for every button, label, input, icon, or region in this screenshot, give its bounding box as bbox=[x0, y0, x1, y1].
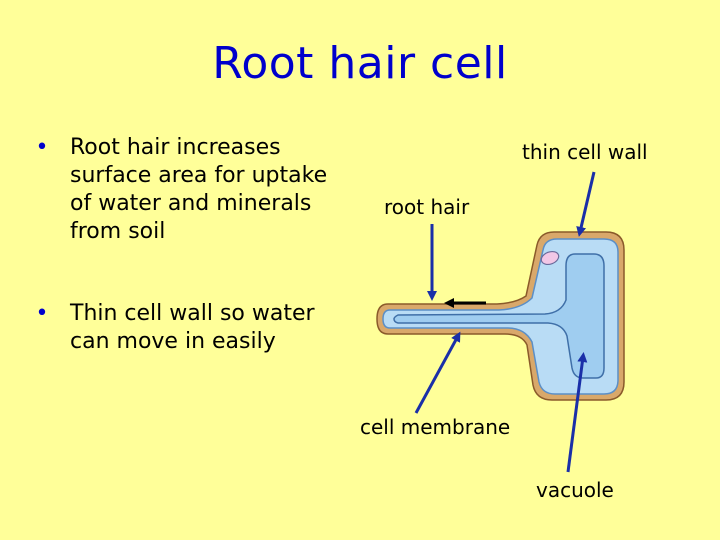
arrow-vacuole bbox=[566, 352, 588, 473]
bullet-list: • Root hair increases surface area for u… bbox=[32, 134, 332, 356]
label-thin-cell-wall: thin cell wall bbox=[522, 140, 648, 164]
slide-title: Root hair cell bbox=[212, 38, 508, 89]
bullet-item-root-hair: • Root hair increases surface area for u… bbox=[32, 134, 332, 246]
cytoplasm-flow-arrowhead bbox=[444, 298, 454, 308]
label-vacuole: vacuole bbox=[536, 478, 614, 502]
arrow-cell-membrane bbox=[414, 331, 461, 414]
label-root-hair: root hair bbox=[384, 195, 470, 219]
bullet-icon: • bbox=[35, 301, 49, 326]
nucleus bbox=[540, 250, 560, 266]
label-cell-membrane: cell membrane bbox=[360, 415, 511, 439]
bullet-text: Root hair increases surface area for upt… bbox=[70, 135, 328, 244]
bullet-icon: • bbox=[35, 135, 49, 160]
arrow-thin-cell-wall bbox=[576, 171, 596, 237]
bullet-item-thin-wall: • Thin cell wall so water can move in ea… bbox=[32, 300, 332, 356]
bullet-text: Thin cell wall so water can move in easi… bbox=[70, 301, 315, 354]
vacuole bbox=[393, 253, 605, 379]
